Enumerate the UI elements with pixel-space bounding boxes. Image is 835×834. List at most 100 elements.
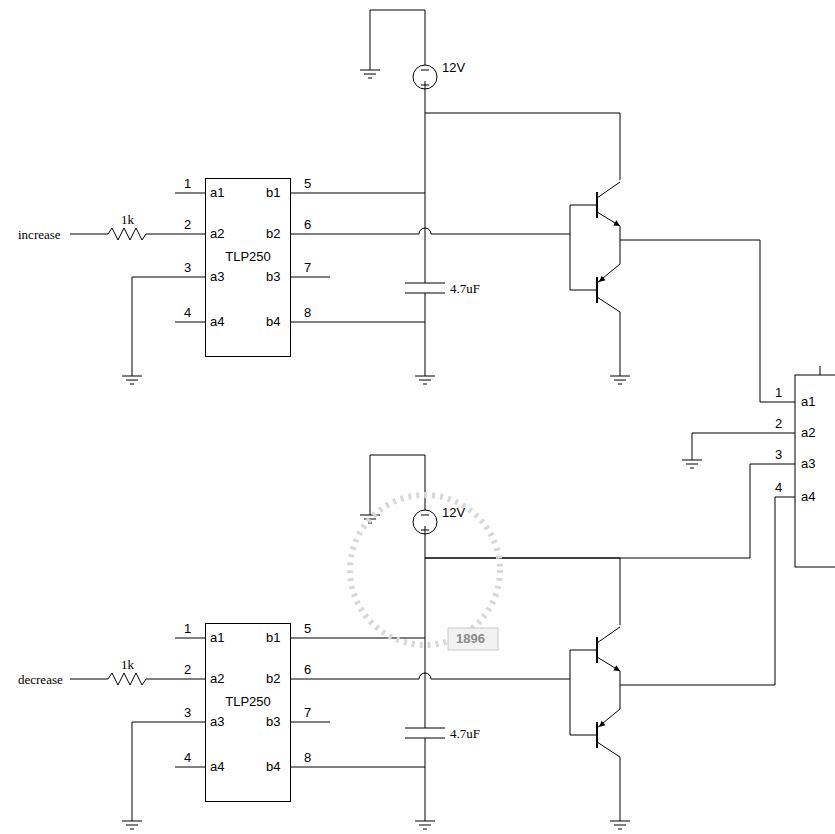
pin-name: a3 (801, 456, 815, 471)
ground-symbol (419, 825, 431, 826)
supply-wire (425, 464, 795, 558)
emitter-arrow (599, 276, 606, 282)
pin-number: 5 (304, 621, 311, 636)
pin-number: 6 (304, 217, 311, 232)
ground-symbol (122, 821, 142, 822)
ground-symbol (130, 384, 134, 385)
emitter-arrow (613, 220, 620, 226)
base-wire (570, 205, 597, 206)
ground-lead (370, 507, 371, 515)
polarity-plus (425, 81, 426, 89)
pin-number: 1 (184, 621, 191, 636)
pin-number: 7 (304, 260, 311, 275)
ground-symbol (415, 376, 435, 377)
npn-collector (597, 627, 620, 643)
pnp-emitter (597, 264, 620, 283)
chip-pin (175, 638, 205, 639)
pin-name: b3 (266, 269, 280, 284)
ground-lead (692, 452, 693, 460)
ground-symbol (423, 384, 427, 385)
emitter-arrow (599, 721, 606, 727)
pnp-collector (597, 742, 620, 813)
watermark-plate (448, 628, 498, 650)
pin-number: 8 (304, 305, 311, 320)
source-ground-wire (370, 10, 425, 65)
ground-lead (425, 368, 426, 376)
pin-name: a1 (801, 394, 815, 409)
source-ground-wire (370, 455, 425, 510)
source-value: 12V (442, 505, 465, 520)
ground-symbol (610, 821, 630, 822)
voltage-source (413, 510, 437, 534)
pin-number: 3 (775, 447, 782, 462)
chip-name: TLP250 (225, 694, 271, 709)
ground-lead (620, 813, 621, 821)
ground-lead (370, 62, 371, 70)
ground-lead (132, 813, 133, 821)
ground-symbol (419, 380, 431, 381)
pin-name: a2 (210, 671, 224, 686)
pin-name: a4 (210, 314, 224, 329)
watermark: 1896 (456, 631, 485, 646)
capacitor-plate (405, 728, 445, 729)
input-wire (150, 679, 175, 680)
ground-symbol (610, 376, 630, 377)
pin-number: 4 (775, 480, 782, 495)
capacitor-plate (405, 283, 445, 284)
signal-name: increase (18, 227, 61, 242)
base-tie (570, 205, 571, 290)
supply-bus (425, 89, 426, 283)
output-wire (620, 497, 795, 685)
pin-name: b2 (266, 226, 280, 241)
ground-symbol (126, 825, 138, 826)
resistor-value: 1k (121, 657, 134, 672)
pin-number: 1 (775, 385, 782, 400)
pin-name: a2 (801, 425, 815, 440)
ground-symbol (126, 380, 138, 381)
supply-bus (425, 738, 426, 813)
ground-symbol (423, 829, 427, 830)
pin-name: a3 (210, 714, 224, 729)
ground-symbol (122, 376, 142, 377)
npn-base (596, 637, 598, 663)
connector-lead (820, 366, 821, 375)
pin-name: a3 (210, 269, 224, 284)
npn-emitter (597, 657, 620, 671)
ground-symbol (614, 825, 626, 826)
pin-number: 5 (304, 176, 311, 191)
ground-lead (132, 368, 133, 376)
supply-bus (425, 534, 426, 728)
pnp-base (596, 277, 598, 303)
pnp-base (596, 722, 598, 748)
pin-name: a2 (210, 226, 224, 241)
base-wire (570, 650, 597, 651)
ground-symbol (364, 74, 376, 75)
npn-emitter (597, 212, 620, 226)
pin-name: a4 (801, 489, 815, 504)
emitter-tie (620, 671, 621, 709)
chip-pin (175, 722, 205, 723)
pin-number: 2 (184, 217, 191, 232)
chip-pin (290, 322, 330, 323)
polarity-minus (421, 70, 429, 71)
ground-lead (425, 813, 426, 821)
pin-number: 2 (184, 662, 191, 677)
ground-symbol (130, 829, 134, 830)
polarity-minus (421, 515, 429, 516)
ground-symbol (686, 464, 698, 465)
base-wire (570, 735, 597, 736)
pin-name: b2 (266, 671, 280, 686)
chip-name: TLP250 (225, 249, 271, 264)
gate-wire (330, 673, 570, 679)
ground-symbol (618, 829, 622, 830)
capacitor-value: 4.7uF (450, 281, 480, 296)
capacitor-value: 4.7uF (450, 726, 480, 741)
optocoupler-chip: TLP250 (205, 623, 291, 802)
pin-name: b1 (266, 630, 280, 645)
supply-wire (425, 558, 620, 625)
pin-name: a4 (210, 759, 224, 774)
ground-wire (132, 722, 175, 813)
ground-lead (620, 368, 621, 376)
gate-wire (330, 228, 570, 234)
pin-name: b3 (266, 714, 280, 729)
